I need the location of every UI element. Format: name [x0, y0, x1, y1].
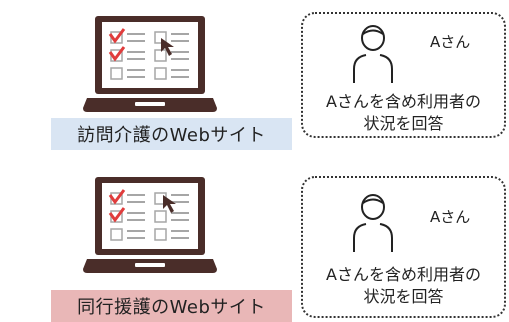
checkbox-empty-icon	[154, 67, 167, 80]
user-description-line: Aさんを含め利用者の	[326, 92, 481, 111]
user-name: Aさん	[430, 208, 471, 226]
user-description-line: 状況を回答	[363, 114, 444, 133]
mouse-cursor-icon	[161, 38, 174, 56]
user-name: Aさん	[430, 33, 471, 51]
site-label: 同行援護のWebサイト	[51, 290, 292, 322]
user-description: Aさんを含め利用者の 状況を回答	[303, 91, 504, 135]
mouse-cursor-icon	[163, 195, 176, 213]
checkbox-empty-icon	[154, 31, 167, 44]
user-description: Aさんを含め利用者の 状況を回答	[303, 264, 504, 308]
panel-guide-help: 同行援護のWebサイト Aさん Aさんを含め利用者の 状況を回答	[0, 161, 509, 322]
laptop-survey-icon	[83, 177, 217, 273]
checkbox-empty-icon	[154, 228, 167, 241]
panel-home-care: 訪問介護のWebサイト Aさん Aさんを含め利用者の 状況を回答	[0, 0, 509, 160]
checkbox-empty-icon	[154, 49, 167, 62]
checkbox-checked-icon	[108, 46, 126, 62]
user-description-line: Aさんを含め利用者の	[326, 265, 481, 284]
person-icon	[353, 25, 393, 83]
checkbox-checked-icon	[108, 207, 126, 223]
checkbox-empty-icon	[110, 67, 123, 80]
person-icon	[353, 194, 393, 252]
user-answer-box: Aさん Aさんを含め利用者の 状況を回答	[301, 12, 506, 138]
checkbox-empty-icon	[154, 210, 167, 223]
site-label: 訪問介護のWebサイト	[51, 118, 292, 150]
user-answer-box: Aさん Aさんを含め利用者の 状況を回答	[301, 176, 506, 318]
checkbox-checked-icon	[108, 189, 126, 205]
checkbox-checked-icon	[108, 28, 126, 44]
checkbox-empty-icon	[110, 228, 123, 241]
user-description-line: 状況を回答	[363, 287, 444, 306]
laptop-survey-icon	[83, 16, 217, 112]
